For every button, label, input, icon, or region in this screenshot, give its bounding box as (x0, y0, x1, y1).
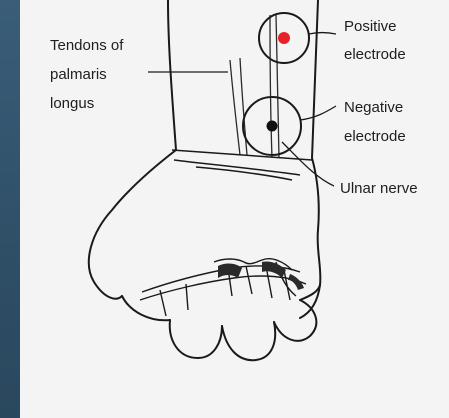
tendons-label-line3: longus (50, 95, 94, 112)
labels: Tendons of palmaris longus Positive elec… (50, 18, 418, 197)
negative-label-line2: electrode (344, 128, 406, 145)
tendons-label-line2: palmaris (50, 66, 107, 83)
forearm (168, 0, 318, 158)
ulnar-nerve (270, 15, 279, 158)
leader-lines (148, 33, 336, 187)
negative-electrode-dot (267, 121, 278, 132)
positive-electrode-dot (278, 32, 290, 44)
tendons-label-line1: Tendons of (50, 37, 124, 54)
positive-leader (309, 33, 336, 35)
negative-label-line1: Negative (344, 99, 403, 116)
negative-leader (300, 106, 336, 120)
positive-label-line2: electrode (344, 46, 406, 63)
wrist-creases (172, 150, 312, 180)
hand-fist (89, 150, 321, 360)
palmaris-tendons (230, 58, 247, 155)
ulnar-nerve-label: Ulnar nerve (340, 180, 418, 197)
positive-electrode (259, 13, 309, 63)
positive-label-line1: Positive (344, 18, 397, 35)
